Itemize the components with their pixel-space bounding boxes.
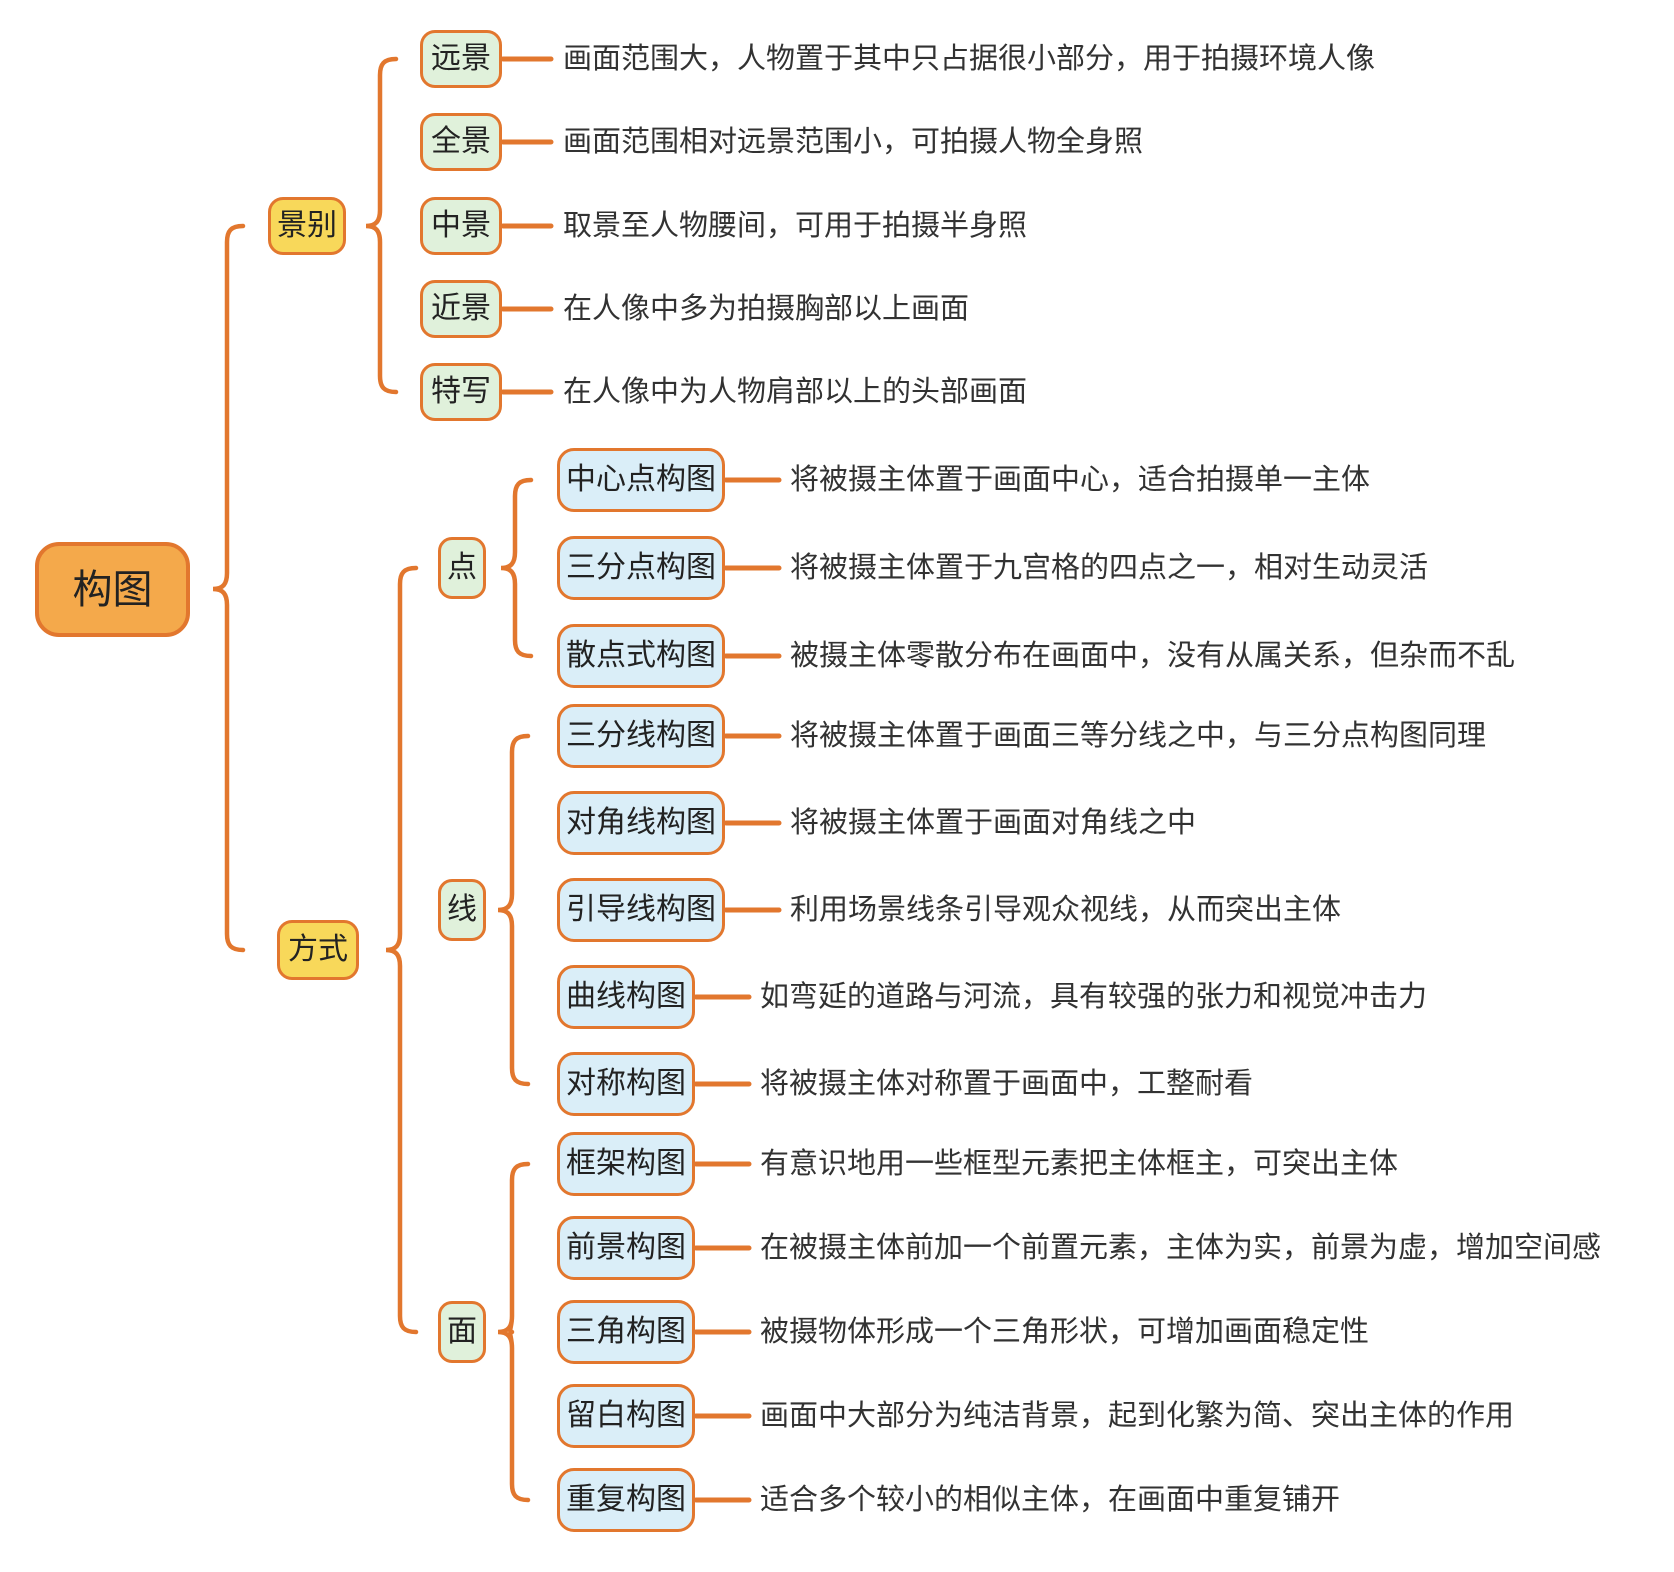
method-node[interactable]: 重复构图 [557,1468,695,1532]
brace-line [497,733,531,1087]
scene-desc[interactable]: 取景至人物腰间，可用于拍摄半身照 [563,209,1028,242]
scene-desc[interactable]: 在人像中为人物肩部以上的头部画面 [563,375,1028,408]
group-node-plane[interactable]: 面 [438,1301,486,1363]
group-node-line[interactable]: 线 [438,879,486,941]
method-node[interactable]: 对称构图 [557,1052,695,1116]
scene-desc[interactable]: 画面范围相对远景范围小，可拍摄人物全身照 [563,125,1144,158]
scene-node[interactable]: 中景 [420,197,502,255]
scene-node[interactable]: 特写 [420,363,502,421]
method-desc[interactable]: 有意识地用一些框型元素把主体框主，可突出主体 [760,1147,1399,1180]
method-desc[interactable]: 适合多个较小的相似主体，在画面中重复铺开 [760,1483,1341,1516]
method-node[interactable]: 三分点构图 [557,536,725,600]
method-desc[interactable]: 将被摄主体置于画面对角线之中 [790,806,1197,839]
method-desc[interactable]: 画面中大部分为纯洁背景，起到化繁为简、突出主体的作用 [760,1399,1515,1432]
brace-point [500,477,534,659]
group-node-point[interactable]: 点 [438,537,486,599]
method-desc[interactable]: 如弯延的道路与河流，具有较强的张力和视觉冲击力 [760,980,1428,1013]
root-node[interactable]: 构图 [35,542,190,637]
method-node[interactable]: 引导线构图 [557,878,725,942]
method-desc[interactable]: 在被摄主体前加一个前置元素，主体为实，前景为虚，增加空间感 [760,1231,1602,1264]
method-node[interactable]: 留白构图 [557,1384,695,1448]
scene-node[interactable]: 近景 [420,280,502,338]
method-node[interactable]: 曲线构图 [557,965,695,1029]
brace-scene [365,56,399,395]
method-desc[interactable]: 被摄物体形成一个三角形状，可增加画面稳定性 [760,1315,1370,1348]
method-node[interactable]: 前景构图 [557,1216,695,1280]
method-desc[interactable]: 将被摄主体置于画面三等分线之中，与三分点构图同理 [790,719,1487,752]
method-node[interactable]: 框架构图 [557,1132,695,1196]
scene-node[interactable]: 远景 [420,30,502,88]
method-desc[interactable]: 将被摄主体对称置于画面中，工整耐看 [760,1067,1254,1100]
leader-lines-narrow [693,994,752,1503]
brace-root [212,223,246,953]
branch-node-method[interactable]: 方式 [277,920,359,980]
scene-desc[interactable]: 画面范围大，人物置于其中只占据很小部分，用于拍摄环境人像 [563,42,1376,75]
method-desc[interactable]: 被摄主体零散分布在画面中，没有从属关系，但杂而不乱 [790,639,1516,672]
method-desc[interactable]: 利用场景线条引导观众视线，从而突出主体 [790,893,1342,926]
leader-lines-wide [723,477,782,913]
method-node[interactable]: 对角线构图 [557,791,725,855]
scene-desc[interactable]: 在人像中多为拍摄胸部以上画面 [563,292,970,325]
method-node[interactable]: 三角构图 [557,1300,695,1364]
brace-method [385,565,419,1335]
method-node[interactable]: 中心点构图 [557,448,725,512]
connector-group [212,56,782,1503]
brace-plane [497,1161,531,1503]
method-node[interactable]: 散点式构图 [557,624,725,688]
method-node[interactable]: 三分线构图 [557,704,725,768]
method-desc[interactable]: 将被摄主体置于画面中心，适合拍摄单一主体 [790,463,1371,496]
leader-lines-scene [500,56,554,395]
branch-node-scene-type[interactable]: 景别 [268,197,346,255]
method-desc[interactable]: 将被摄主体置于九宫格的四点之一，相对生动灵活 [790,551,1429,584]
scene-node[interactable]: 全景 [420,113,502,171]
